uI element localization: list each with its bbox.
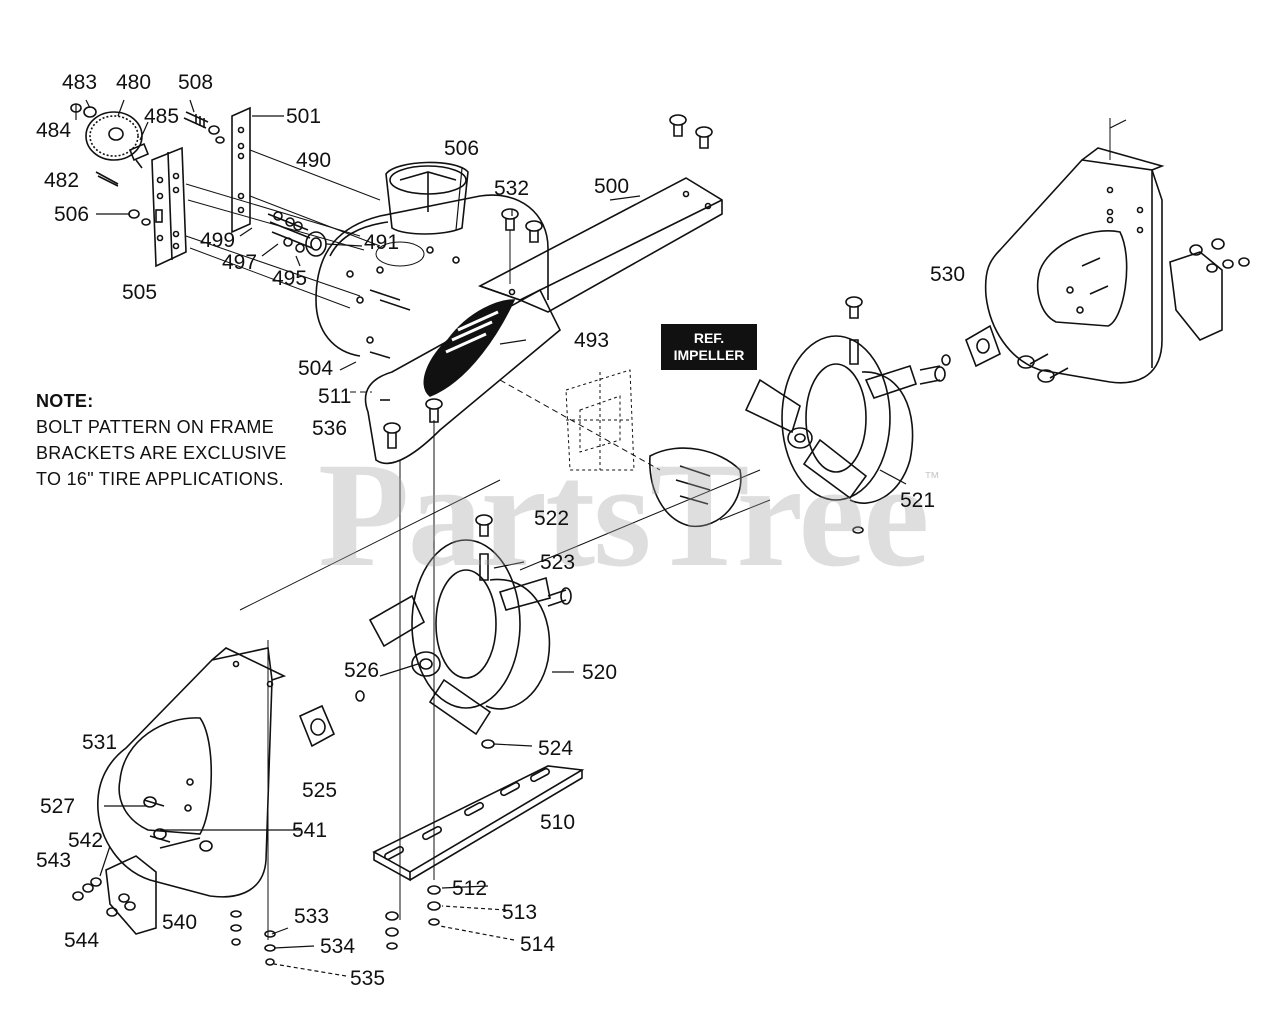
callout-542[interactable]: 542	[68, 829, 104, 852]
callout-484[interactable]: 484	[36, 119, 72, 142]
callout-536[interactable]: 536	[312, 417, 348, 440]
callout-535[interactable]: 535	[350, 967, 386, 990]
ref-impeller-ghost	[565, 369, 635, 471]
note-line-1: BOLT PATTERN ON FRAME	[36, 417, 274, 437]
note-block: NOTE: BOLT PATTERN ON FRAME BRACKETS ARE…	[36, 388, 287, 492]
callout-499[interactable]: 499	[200, 229, 236, 252]
bearing-flange-525	[298, 704, 336, 748]
note-title: NOTE:	[36, 391, 94, 411]
callout-523[interactable]: 523	[540, 551, 576, 574]
washer	[141, 218, 151, 226]
bolts-right	[1017, 353, 1069, 383]
nuts-column	[208, 125, 225, 144]
callout-482[interactable]: 482	[44, 169, 80, 192]
callout-506-top[interactable]: 506	[444, 137, 480, 160]
callout-513[interactable]: 513	[502, 901, 538, 924]
pin-508	[183, 111, 209, 129]
bolts-527-541	[143, 796, 213, 852]
bracket-501	[231, 106, 251, 234]
bearing-flange-right	[941, 324, 1001, 368]
auger-520	[368, 539, 572, 736]
callout-485[interactable]: 485	[144, 105, 180, 128]
callout-521[interactable]: 521	[900, 489, 936, 512]
side-plate-531	[97, 647, 287, 898]
trademark-symbol: ™	[924, 470, 940, 487]
auger-housing-504	[315, 194, 549, 359]
callout-512[interactable]: 512	[452, 877, 488, 900]
callout-526[interactable]: 526	[344, 659, 380, 682]
callout-543[interactable]: 543	[36, 849, 72, 872]
callout-505[interactable]: 505	[122, 281, 158, 304]
callout-544[interactable]: 544	[64, 929, 100, 952]
washer-526	[355, 690, 365, 702]
callout-511[interactable]: 511	[318, 385, 352, 408]
side-plate-530	[984, 147, 1165, 384]
washer-483	[70, 103, 97, 118]
nut-524	[481, 739, 495, 749]
callout-530[interactable]: 530	[930, 263, 966, 286]
bearing-assembly	[267, 211, 327, 257]
shear-pin-523	[479, 553, 489, 581]
callout-500[interactable]: 500	[594, 175, 630, 198]
callout-520[interactable]: 520	[582, 661, 618, 684]
callout-483[interactable]: 483	[62, 71, 98, 94]
nut-521	[852, 526, 864, 534]
callout-510[interactable]: 510	[540, 811, 576, 834]
callout-527[interactable]: 527	[40, 795, 76, 818]
carriage-bolts-532	[501, 114, 713, 284]
callout-508[interactable]: 508	[178, 71, 214, 94]
sprocket-480	[85, 111, 143, 161]
auger-521	[744, 335, 946, 504]
hardware-bottom	[230, 885, 441, 966]
pin-482	[95, 171, 119, 187]
key-485	[128, 142, 150, 169]
callout-525[interactable]: 525	[302, 779, 338, 802]
callout-524[interactable]: 524	[538, 737, 574, 760]
callout-522[interactable]: 522	[534, 507, 570, 530]
callout-480[interactable]: 480	[116, 71, 152, 94]
callout-501[interactable]: 501	[286, 105, 322, 128]
bolt-523	[475, 514, 493, 537]
ref-label-line-1: REF.	[693, 330, 725, 346]
watermark: PartsTree	[318, 432, 929, 598]
callout-532[interactable]: 532	[494, 177, 530, 200]
nut-506	[128, 209, 140, 219]
callout-541[interactable]: 541	[292, 819, 328, 842]
callout-533[interactable]: 533	[294, 905, 330, 928]
callout-leaders	[75, 99, 1127, 977]
bracket-540-right	[1169, 238, 1250, 341]
ref-label-line-2: IMPELLER	[673, 347, 745, 363]
callout-495[interactable]: 495	[272, 267, 308, 290]
callout-490[interactable]: 490	[296, 149, 332, 172]
note-line-3: TO 16" TIRE APPLICATIONS.	[36, 469, 284, 489]
pin-shear-right	[849, 339, 859, 365]
callout-514[interactable]: 514	[520, 933, 556, 956]
ref-impeller-label: REF. IMPELLER	[661, 324, 757, 370]
washers-542-544	[72, 877, 102, 901]
assembly-lines	[185, 149, 381, 309]
callout-504[interactable]: 504	[298, 357, 334, 380]
callout-497[interactable]: 497	[222, 251, 258, 274]
callout-540[interactable]: 540	[162, 911, 198, 934]
skid-shoe-510	[372, 765, 585, 882]
chute-opening	[385, 161, 469, 235]
callout-491[interactable]: 491	[364, 231, 400, 254]
bracket-540	[105, 855, 157, 935]
callout-534[interactable]: 534	[320, 935, 356, 958]
callout-531[interactable]: 531	[82, 731, 118, 754]
callout-506-left[interactable]: 506	[54, 203, 90, 226]
centerlines	[239, 118, 1111, 940]
note-line-2: BRACKETS ARE EXCLUSIVE	[36, 443, 287, 463]
front-lip-511	[364, 288, 561, 465]
gearbox-522	[649, 447, 771, 528]
cross-bar-500	[477, 177, 723, 313]
bracket-505	[151, 146, 187, 268]
callout-493[interactable]: 493	[574, 329, 610, 352]
bolt-top-right	[845, 296, 863, 319]
